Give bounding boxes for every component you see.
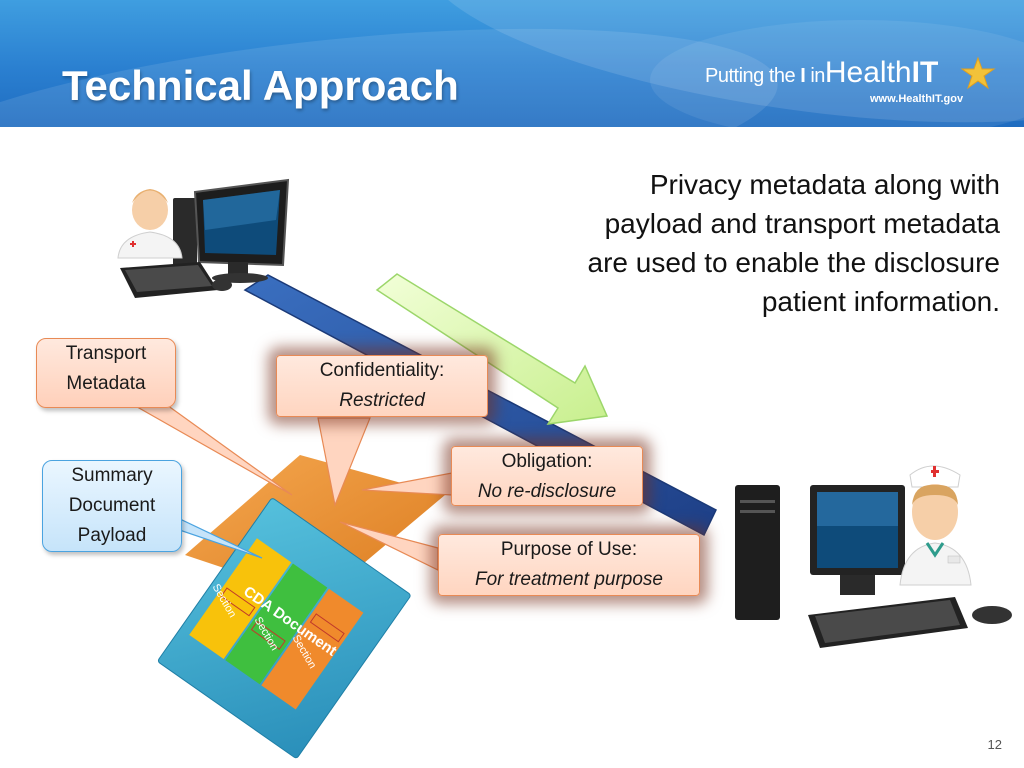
obligation-callout: Obligation: No re-disclosure [451, 446, 643, 506]
purpose-value: For treatment purpose [475, 569, 663, 590]
page-number: 12 [987, 737, 1002, 752]
desktop-computer-icon [120, 178, 290, 298]
logo-text-i: I [800, 65, 806, 87]
description-line: payload and transport metadata [604, 208, 1000, 239]
cda-document [157, 498, 411, 759]
logo-text-in: in [810, 65, 825, 87]
desktop-computer-icon [735, 485, 1012, 648]
purpose-of-use-callout: Purpose of Use: For treatment purpose [438, 534, 700, 596]
obligation-label: Obligation: [501, 451, 593, 472]
transport-metadata-callout: Transport Metadata [36, 338, 176, 408]
healthit-logo: Putting the I inHealthIT [705, 56, 938, 90]
purpose-label: Purpose of Use: [500, 539, 638, 560]
nurse-icon [899, 465, 972, 586]
description-line: patient information. [761, 286, 1000, 317]
confidentiality-pointer [317, 417, 371, 508]
transport-line2: Metadata [66, 373, 146, 394]
doctor-icon [117, 189, 183, 259]
star-icon [960, 56, 996, 90]
description-line: Privacy metadata along with [649, 169, 1000, 200]
slide-title: Technical Approach [62, 62, 459, 109]
confidentiality-label: Confidentiality: [319, 360, 445, 381]
summary-line3: Payload [77, 525, 147, 546]
description-text: Privacy metadata along with payload and … [480, 165, 1001, 321]
summary-line1: Summary [71, 465, 153, 486]
logo-text-health: Health [824, 56, 912, 89]
summary-line2: Document [68, 495, 156, 516]
logo-url: www.HealthIT.gov [870, 93, 964, 105]
confidentiality-callout: Confidentiality: Restricted [276, 355, 488, 417]
confidentiality-value: Restricted [339, 390, 425, 411]
slide-header [0, 0, 1024, 127]
privacy-arrow [375, 273, 609, 425]
logo-text-it: IT [911, 56, 939, 89]
transport-line1: Transport [65, 343, 147, 364]
description-line: are used to enable the disclosure [587, 247, 1001, 278]
obligation-value: No re-disclosure [477, 481, 617, 502]
logo-text-putting: Putting the [705, 65, 796, 87]
summary-payload-callout: Summary Document Payload [42, 460, 182, 552]
